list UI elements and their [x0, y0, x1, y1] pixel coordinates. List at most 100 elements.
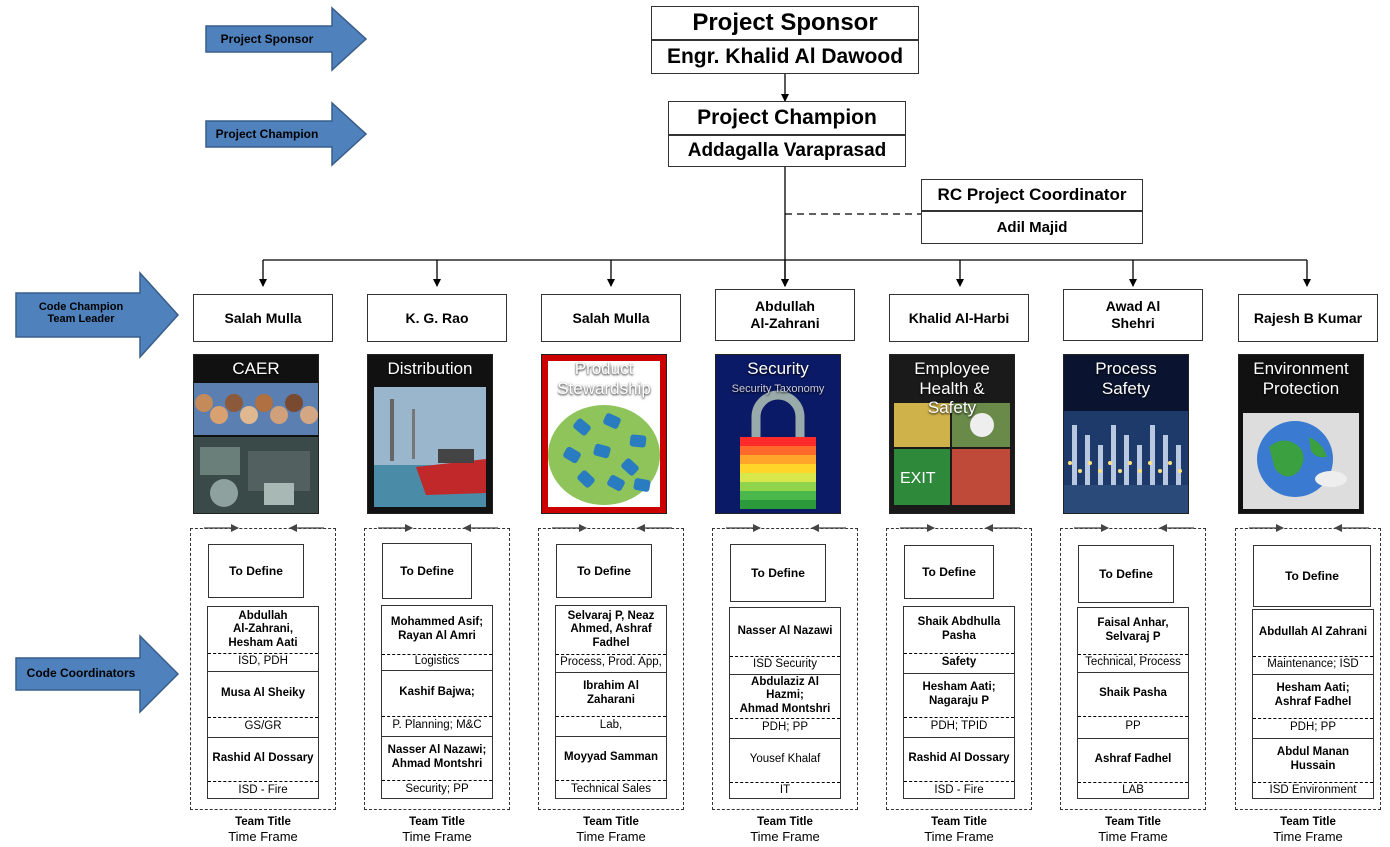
code-image-title: CAER — [232, 359, 280, 378]
cargo-ship-icon — [368, 355, 492, 513]
time-frame-label: Time Frame — [750, 829, 820, 844]
coordinator-name: Abdulaziz Al Hazmi; Ahmad Montshri — [739, 675, 831, 715]
coordinator-name: Yousef Khalaf — [749, 753, 821, 766]
coordinator-department: IT — [779, 784, 791, 797]
code-image-title: Distribution — [387, 359, 473, 378]
code-coordinator-group — [364, 528, 510, 810]
svg-text:EXIT: EXIT — [900, 470, 936, 487]
dashed-separator — [556, 716, 666, 717]
refinery-icon — [1064, 355, 1188, 513]
coordinator-department: Safety — [941, 656, 977, 669]
time-frame-label: Time Frame — [1098, 829, 1168, 844]
coordinator-department: PDH; PP — [1289, 721, 1336, 734]
time-frame-label: Time Frame — [228, 829, 298, 844]
to-define-box: To Define — [730, 544, 826, 602]
code-coordinator-group — [1060, 528, 1206, 810]
code-leader-box: Awad Al Shehri — [1063, 289, 1203, 341]
coordinator-department: Technical, Process — [1085, 656, 1181, 669]
dashed-separator — [556, 654, 666, 655]
dashed-separator — [382, 780, 492, 781]
coordinator-department: ISD Environment — [1269, 784, 1357, 797]
coordinator-department: Process, Prod. App, — [560, 656, 662, 669]
coordinator-name: Musa Al Sheiky — [221, 687, 305, 700]
dashed-separator — [1078, 716, 1188, 717]
code-leader-box: Abdullah Al-Zahrani — [715, 289, 855, 341]
team-title-label: Team Title — [235, 816, 291, 828]
coordinator-department: Lab, — [599, 719, 623, 732]
coordinator-department: ISD - Fire — [934, 783, 984, 796]
team-title-label: Team Title — [757, 816, 813, 828]
row-separator — [730, 674, 840, 675]
rc-coordinator-title: RC Project Coordinator — [921, 179, 1143, 211]
code-image-tile: Environment Protection — [1238, 354, 1364, 514]
team-title-label: Team Title — [1105, 816, 1161, 828]
coordinator-department: GS/GR — [244, 720, 282, 733]
side-arrow-project-sponsor — [205, 6, 368, 72]
side-arrow-project-champion — [205, 101, 368, 167]
code-image-title: Employee Health & Safety — [914, 359, 990, 418]
coordinator-list: Faisal Anhar, Selvaraj P Technical, Proce… — [1077, 607, 1189, 799]
row-separator — [1253, 674, 1373, 675]
coordinator-name: Abdul Manan Hussain — [1276, 746, 1350, 772]
to-define-box: To Define — [1078, 545, 1174, 603]
dashed-separator — [208, 653, 318, 654]
coordinator-department: ISD - Fire — [238, 783, 288, 796]
coordinator-name: Faisal Anhar, Selvaraj P — [1097, 617, 1169, 643]
row-separator — [730, 738, 840, 739]
code-leader-box: Salah Mulla — [541, 294, 681, 342]
rc-coordinator-name: Adil Majid — [921, 211, 1143, 244]
dashed-separator — [730, 782, 840, 783]
code-image-subtitle: Security Taxonomy — [731, 383, 825, 395]
collapse-arrows-icon — [378, 524, 498, 532]
code-image-tile: EXIT Employee Health & Safety — [889, 354, 1015, 514]
coordinator-department: Logistics — [414, 655, 460, 668]
dashed-separator — [382, 716, 492, 717]
code-coordinator-group — [712, 528, 858, 810]
dashed-separator — [1078, 782, 1188, 783]
team-title-label: Team Title — [409, 816, 465, 828]
coordinator-department: PP — [1125, 720, 1141, 733]
coordinator-name: Mohammed Asif; Rayan Al Amri — [390, 616, 484, 642]
row-separator — [208, 737, 318, 738]
code-image-title: Security — [747, 359, 809, 378]
champion-title: Project Champion — [668, 101, 906, 135]
to-define-box: To Define — [382, 543, 472, 599]
coordinator-department: Technical Sales — [571, 783, 651, 796]
dashed-separator — [904, 781, 1014, 782]
coordinator-department: LAB — [1122, 784, 1144, 797]
collapse-arrows-icon — [204, 524, 324, 532]
time-frame-label: Time Frame — [924, 829, 994, 844]
coordinator-department: PDH; TPID — [930, 720, 988, 733]
coordinator-name: Nasser Al Nazawi — [737, 625, 833, 638]
code-leader-box: Salah Mulla — [193, 294, 333, 342]
side-arrow-code-champion — [15, 271, 180, 359]
coordinator-department: Maintenance; ISD — [1267, 658, 1359, 671]
coordinator-name: Nasser Al Nazawi; Ahmad Montshri — [387, 744, 487, 770]
coordinator-name: Abdullah Al Zahrani — [1258, 626, 1368, 639]
dashed-separator — [382, 654, 492, 655]
code-image-title: Process Safety — [1095, 359, 1157, 398]
time-frame-label: Time Frame — [1273, 829, 1343, 844]
padlock-icon — [716, 355, 840, 513]
coordinator-department: ISD Security — [753, 658, 817, 671]
team-title-label: Team Title — [583, 816, 639, 828]
code-image-tile: Distribution — [367, 354, 493, 514]
code-image-tile: Product Stewardship — [541, 354, 667, 514]
code-image-tile: Process Safety — [1063, 354, 1189, 514]
dashed-separator — [1253, 656, 1373, 657]
row-separator — [556, 672, 666, 673]
code-coordinator-group — [538, 528, 684, 810]
side-arrow-code-coordinators — [15, 634, 180, 714]
coordinator-department: PDH; PP — [761, 721, 808, 734]
coordinator-name: Moyyad Samman — [564, 751, 658, 764]
to-define-box: To Define — [556, 544, 652, 598]
arrow-label-project-sponsor: Project Sponsor — [220, 31, 314, 46]
to-define-box: To Define — [1253, 545, 1371, 607]
safety-collage-icon: EXIT — [890, 355, 1014, 513]
collapse-arrows-icon — [726, 524, 846, 532]
dashed-separator — [1078, 654, 1188, 655]
